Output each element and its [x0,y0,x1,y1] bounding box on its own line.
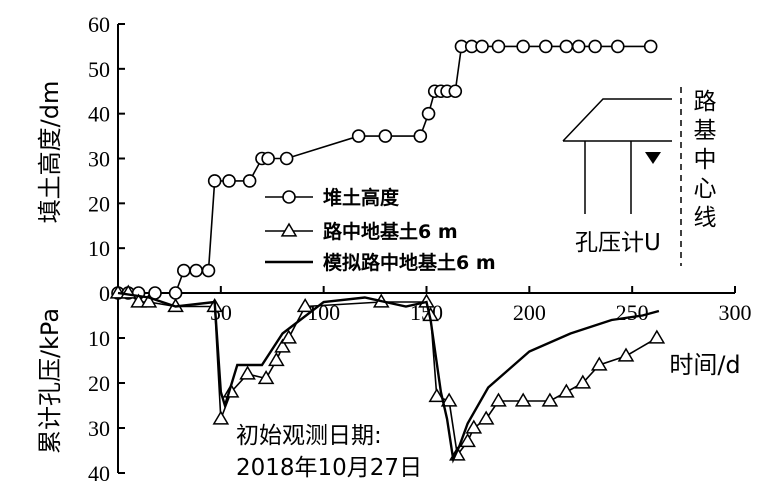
data-point [477,410,495,425]
start-date-line1: 初始观测日期: [236,423,382,449]
centerline-char: 线 [694,205,717,231]
y-top-tick-label: 50 [88,57,110,82]
legend-label: 模拟路中地基土6 m [323,251,496,274]
data-point [189,263,203,278]
data-point [428,388,446,403]
y-top-tick-label: 60 [88,12,110,37]
data-point [261,151,275,166]
series-line [117,291,660,464]
legend-label: 堆土高度 [323,186,400,209]
piezometer-label: 孔压计U [575,230,661,256]
data-point [140,293,158,308]
data-point [490,392,507,407]
data-point [440,392,458,407]
data-point [296,298,314,313]
embankment-outline [562,98,672,142]
data-point [643,39,658,54]
data-point [378,129,393,143]
data-point [109,284,127,299]
y-bottom-axis-label: 累计孔压/kPa [36,308,64,454]
data-point [538,39,553,54]
x-tick-label: 100 [307,300,340,325]
data-point [459,433,476,448]
data-point [516,39,530,54]
data-point [491,39,506,54]
cross-section-inset [562,87,682,266]
y-top-tick-label: 30 [88,147,110,172]
data-point [648,329,666,344]
centerline-char: 中 [694,147,717,173]
series-line [118,292,658,457]
data-point [413,129,428,143]
data-point [558,383,575,398]
y-bottom-tick-label: 20 [88,371,110,396]
data-point [588,39,602,54]
data-point [239,365,256,380]
y-bottom-tick-label: 10 [88,326,110,351]
y-top-tick-label: 0 [99,281,110,306]
data-point [514,392,532,407]
start-date-line2: 2018年10月27日 [236,455,422,481]
data-point [590,356,608,371]
data-point [207,174,222,188]
data-point [421,106,436,121]
data-point [559,39,574,54]
series-layer [109,39,666,464]
data-point [212,410,230,425]
data-point [617,347,635,362]
data-point [351,129,366,143]
y-bottom-tick-label: 30 [88,416,110,441]
centerline-char: 基 [694,118,717,144]
x-tick-label: 200 [513,300,546,325]
legend-label: 路中地基土6 m [323,220,458,243]
x-tick-label: 250 [616,300,649,325]
water-level-icon [645,152,661,164]
data-point [201,263,216,278]
data-point [465,419,483,434]
y-top-tick-label: 40 [88,102,110,127]
data-point [168,286,183,300]
data-point [279,151,294,166]
centerline-char: 路 [694,89,717,115]
series-3 [117,291,660,464]
legend-marker [280,222,298,237]
y-top-tick-label: 20 [88,191,110,216]
data-point [541,392,559,407]
data-point [242,174,257,188]
data-point [257,370,275,385]
data-point [448,84,463,99]
legend-marker [282,190,296,204]
y-top-axis-label: 填土高度/dm [36,81,64,224]
data-point [475,39,489,54]
y-bottom-tick-label: 40 [88,461,110,486]
y-top-tick-label: 10 [88,236,110,261]
data-point [571,39,586,54]
series-2 [109,284,666,461]
x-tick-label: 300 [719,300,752,325]
data-point [130,293,147,308]
data-point [280,329,298,344]
data-point [177,263,191,278]
data-point [268,352,285,367]
data-point [274,338,291,353]
data-point [574,374,592,389]
centerline-char: 心 [694,176,717,202]
data-point [610,39,625,54]
x-axis-label: 时间/d [669,351,740,379]
data-point [222,174,236,188]
